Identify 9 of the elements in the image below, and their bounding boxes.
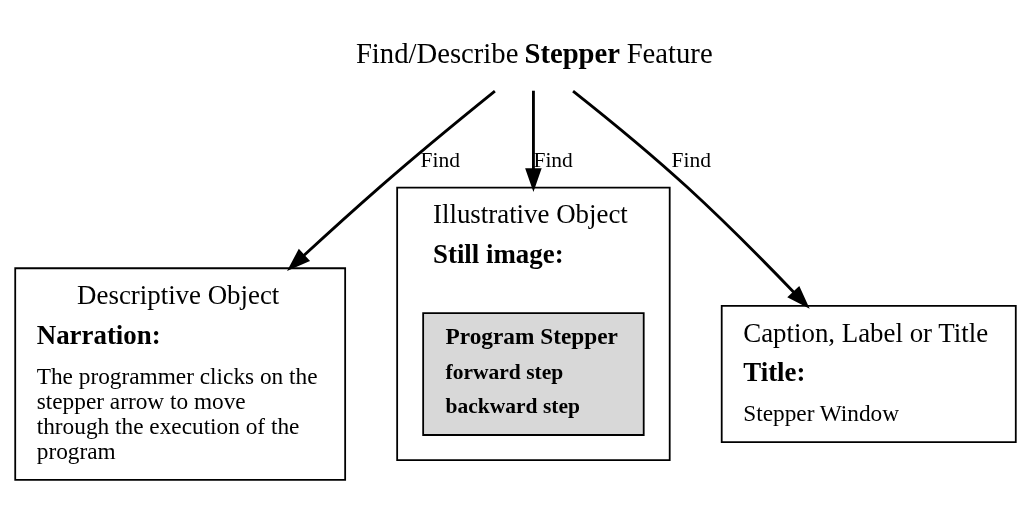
arrow <box>525 90 542 192</box>
node-box: Program Stepper forward step backward step <box>422 312 645 436</box>
node-box: Descriptive Object Narration: The programmer clicks on the stepper arrow to move through the execution of the program <box>14 267 347 481</box>
node-text: Find/Describe Stepper Feature <box>355 37 713 70</box>
edge-label: Find <box>420 148 460 173</box>
node-box: Caption, Label or Title Title: Stepper Window <box>720 305 1017 444</box>
arrow <box>572 89 810 309</box>
arrow <box>287 89 496 271</box>
edge-label: Find <box>671 148 711 173</box>
